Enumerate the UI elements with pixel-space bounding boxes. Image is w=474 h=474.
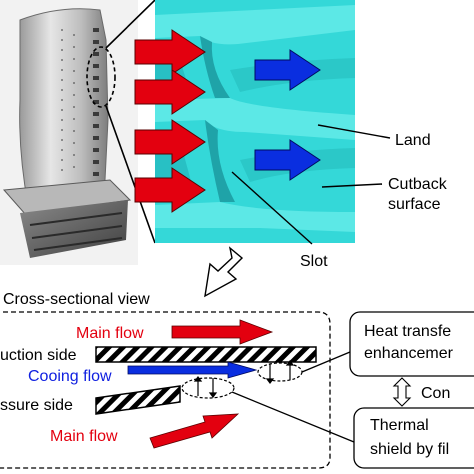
thermal-line2: shield by fil — [370, 441, 449, 458]
blue-arrow-2 — [254, 139, 321, 181]
red-arrow-2 — [134, 69, 206, 115]
shield-ellipse — [181, 377, 235, 399]
main-flow-bottom-arrow — [149, 413, 240, 449]
shield-box-leader — [231, 391, 355, 443]
turbine-blade-photo — [0, 0, 138, 265]
shield-arrows — [193, 376, 218, 398]
cutback-surface-render — [155, 0, 355, 243]
contrast-label: Con — [421, 385, 450, 402]
land-label: Land — [395, 132, 431, 149]
zoom-ellipse — [86, 46, 116, 108]
blue-arrow-1 — [254, 49, 321, 91]
pressure-side-label: ssure side — [0, 397, 73, 414]
main-flow-bottom-label: Main flow — [50, 428, 118, 445]
heat-box-line2: enhancemer — [364, 345, 454, 362]
cooling-flow-label: Cooing flow — [28, 368, 112, 385]
enhancement-ellipse — [257, 362, 303, 382]
red-arrow-1 — [134, 29, 206, 75]
red-arrow-3 — [134, 119, 206, 165]
thermal-shield-box — [353, 407, 474, 469]
cooling-hole-rows — [61, 29, 75, 171]
main-flow-top-label: Main flow — [76, 325, 144, 342]
zoom-line-top — [105, 0, 156, 49]
land-leader — [317, 124, 391, 139]
heat-box-line1: Heat transfe — [364, 323, 451, 340]
cutback-leader — [321, 183, 383, 188]
heat-box-leader — [301, 351, 351, 373]
slot-leader — [231, 171, 313, 245]
zoom-line-bottom — [105, 105, 156, 244]
main-flow-top-arrow — [171, 319, 274, 345]
thermal-line1: Thermal — [370, 417, 429, 434]
heat-transfer-box — [349, 311, 474, 377]
section-dashed-frame — [0, 311, 331, 469]
cutback-label: Cutback — [388, 176, 448, 193]
section-title: Cross-sectional view — [3, 291, 150, 308]
suction-side-label: uction side — [0, 347, 77, 364]
trailing-edge-slots — [93, 28, 99, 176]
slot-label: Slot — [300, 253, 328, 270]
main-flow-arrows — [134, 29, 206, 213]
cooling-flow-arrows — [254, 49, 321, 181]
red-arrow-4 — [134, 167, 206, 213]
contrast-double-arrow — [392, 377, 412, 407]
enhancement-arrows — [265, 360, 295, 384]
cooling-flow-arrow — [127, 361, 258, 379]
surface-label: surface — [388, 196, 441, 213]
section-down-arrow — [204, 246, 244, 298]
suction-side-wall — [95, 346, 317, 363]
pressure-side-wall — [95, 385, 181, 415]
